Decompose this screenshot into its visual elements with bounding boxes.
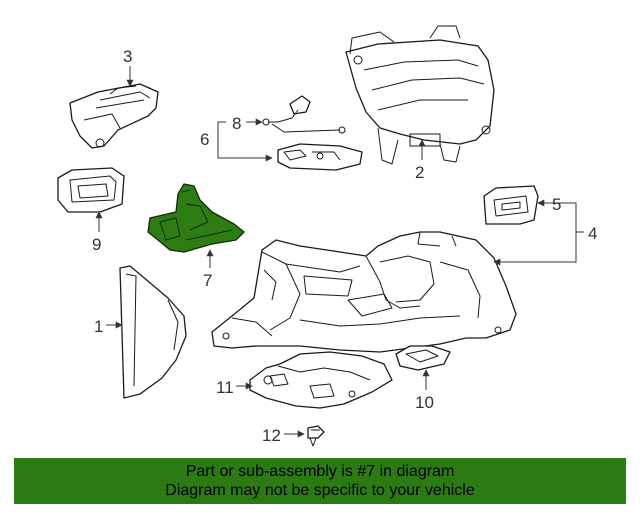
callout-2: 2 [415,163,424,182]
part-9-bezel[interactable] [57,167,125,213]
part-6-lower-trim[interactable] [277,143,363,171]
callout-9: 9 [92,235,101,254]
callout-5: 5 [552,195,561,214]
info-banner: Part or sub-assembly is #7 in diagram Di… [14,458,626,504]
parts-diagram: 3 2 8 6 9 [57,25,597,447]
part-12-fastener[interactable] [307,425,325,447]
part-5-switch[interactable] [483,185,539,225]
callout-12: 12 [262,426,281,445]
callout-1: 1 [94,317,103,336]
part-10-mat[interactable] [395,345,451,371]
banner-line-1: Part or sub-assembly is #7 in diagram [185,463,455,480]
banner-line-2: Diagram may not be specific to your vehi… [165,482,475,499]
callout-8: 8 [232,114,241,133]
callout-10: 10 [415,393,434,412]
callout-6: 6 [200,130,209,149]
part-7-highlighted-bracket[interactable] [147,183,245,253]
part-4-center-console[interactable] [211,231,517,353]
part-1-side-panel[interactable] [119,265,187,399]
part-2-instrument-cluster[interactable] [345,25,495,165]
callout-4: 4 [588,224,597,243]
callout-11: 11 [216,378,234,397]
callout-3: 3 [123,47,132,66]
part-11-bracket[interactable] [249,351,393,409]
callout-7: 7 [203,271,212,290]
part-8-harness[interactable] [262,95,346,134]
part-3-switch-bezel[interactable] [69,83,159,149]
